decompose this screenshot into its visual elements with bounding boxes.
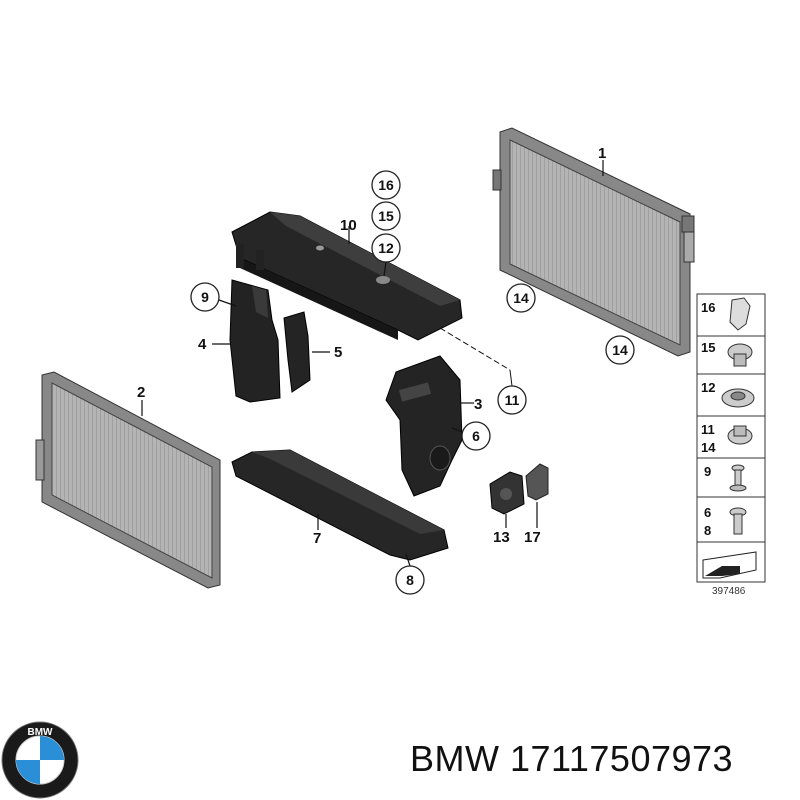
svg-text:12: 12 — [701, 380, 715, 395]
radiator-main — [492, 127, 695, 357]
callout-9: 9 — [190, 282, 220, 312]
svg-text:6: 6 — [704, 505, 711, 520]
diagram-ref-number: 397486 — [712, 586, 746, 597]
svg-text:11: 11 — [701, 422, 715, 437]
clip-15-icon — [727, 343, 753, 367]
nut-11-icon — [727, 425, 753, 445]
svg-text:8: 8 — [704, 523, 711, 538]
bracket-17 — [525, 463, 549, 528]
left-duct — [283, 311, 330, 393]
bolt-6-icon — [729, 507, 747, 535]
callout-15: 15 — [371, 201, 401, 231]
svg-text:15: 15 — [378, 208, 394, 224]
right-bracket — [385, 355, 474, 497]
svg-text:8: 8 — [406, 572, 414, 588]
callout-6: 6 — [461, 421, 491, 451]
callout-8: 8 — [395, 565, 425, 595]
condenser-label: 2 — [137, 384, 145, 401]
bmw-logo-icon: BMW — [1, 721, 79, 799]
callout-16: 16 — [371, 170, 401, 200]
svg-text:14: 14 — [513, 290, 529, 306]
lower-panel — [231, 449, 449, 561]
svg-text:16: 16 — [378, 177, 394, 193]
svg-text:14: 14 — [701, 440, 716, 455]
bracket-17-label: 17 — [524, 529, 541, 546]
clip-16-icon — [729, 297, 751, 331]
svg-text:9: 9 — [201, 289, 209, 305]
condenser — [35, 371, 221, 589]
left-duct-label: 5 — [334, 344, 342, 361]
lower-panel-label: 7 — [313, 530, 321, 547]
svg-text:11: 11 — [505, 392, 520, 408]
screw-9-icon — [729, 464, 747, 492]
callout-14a: 14 — [506, 283, 536, 313]
left-bracket — [212, 279, 281, 403]
washer-12-icon — [721, 388, 755, 408]
callout-12: 12 — [371, 233, 401, 263]
left-bracket-label: 4 — [198, 336, 207, 353]
svg-text:12: 12 — [378, 240, 394, 256]
fastener-legend: 16 15 12 11 14 9 6 8 — [696, 293, 766, 583]
svg-text:15: 15 — [701, 340, 715, 355]
arrow-icon — [702, 551, 757, 579]
callout-14b: 14 — [605, 335, 635, 365]
radiator-main-label: 1 — [598, 145, 606, 162]
svg-text:16: 16 — [701, 300, 715, 315]
bracket-13-label: 13 — [493, 529, 510, 546]
top-panel — [231, 211, 463, 341]
bracket-13 — [489, 471, 525, 528]
svg-text:9: 9 — [704, 464, 711, 479]
callout-11: 11 — [497, 385, 527, 415]
svg-text:14: 14 — [612, 342, 628, 358]
top-panel-label: 10 — [340, 217, 357, 234]
svg-text:6: 6 — [472, 428, 480, 444]
svg-text:BMW: BMW — [28, 727, 54, 738]
part-number-title: BMW 17117507973 — [410, 738, 734, 779]
right-bracket-label: 3 — [474, 396, 482, 413]
